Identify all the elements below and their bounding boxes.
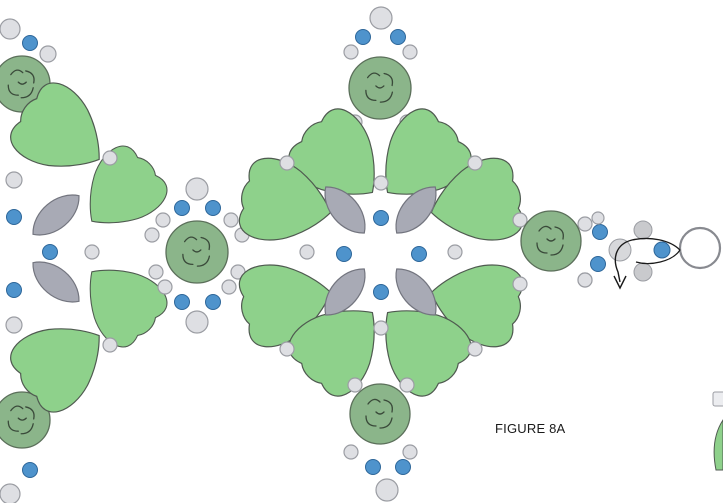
gray-round-bead [6,172,22,188]
gray-round-bead [403,445,417,459]
gray-round-bead [0,484,20,503]
gray-round-bead [103,151,117,165]
gray-round-bead [280,156,294,170]
blue-round-bead [337,247,352,262]
marquise-bead [24,185,87,244]
blue-round-bead [366,460,381,475]
gray-round-bead [280,342,294,356]
partial-petal [714,420,723,470]
gray-round-bead [374,321,388,335]
blue-round-bead [374,285,389,300]
gray-round-bead [145,228,159,242]
blue-round-bead [412,247,427,262]
gray-round-bead [0,19,20,39]
gray-round-bead [149,265,163,279]
blue-round-bead [391,30,406,45]
gray-round-bead [6,317,22,333]
blue-round-bead [43,245,58,260]
gray-round-bead [222,280,236,294]
gray-round-bead [85,245,99,259]
blue-round-bead [7,210,22,225]
gray-round-bead [344,45,358,59]
gray-round-bead [634,221,652,239]
gray-round-bead [158,280,172,294]
gray-round-bead [634,263,652,281]
partial-gray-bead [713,392,723,406]
blue-round-bead [374,211,389,226]
gray-round-bead [400,378,414,392]
blue-round-bead [23,463,38,478]
gray-round-bead [186,178,208,200]
gray-round-bead [186,311,208,333]
blue-round-bead [175,201,190,216]
blue-round-bead [23,36,38,51]
blue-round-bead [175,295,190,310]
figure-caption: FIGURE 8A [495,421,565,436]
blue-round-bead [593,225,608,240]
gray-round-bead [348,378,362,392]
gray-round-bead [513,277,527,291]
gray-round-bead [448,245,462,259]
blue-round-bead [591,257,606,272]
blue-round-bead [7,283,22,298]
marquise-bead [24,252,87,311]
gray-round-bead [609,239,631,261]
gray-round-bead [468,156,482,170]
gray-round-bead [40,46,56,62]
gray-round-bead [374,176,388,190]
open-jump-ring [680,228,720,268]
blue-round-bead [206,201,221,216]
gray-round-bead [224,213,238,227]
gray-round-bead [300,245,314,259]
blue-round-bead [654,242,670,258]
gray-round-bead [578,217,592,231]
gray-round-bead [103,338,117,352]
blue-round-bead [206,295,221,310]
gray-round-bead [156,213,170,227]
gray-round-bead [468,342,482,356]
gray-round-bead [403,45,417,59]
gray-round-bead [370,7,392,29]
gray-round-bead [513,213,527,227]
blue-round-bead [356,30,371,45]
gray-round-bead [592,212,604,224]
blue-round-bead [396,460,411,475]
gray-round-bead [578,273,592,287]
gray-round-bead [376,479,398,501]
gray-round-bead [344,445,358,459]
